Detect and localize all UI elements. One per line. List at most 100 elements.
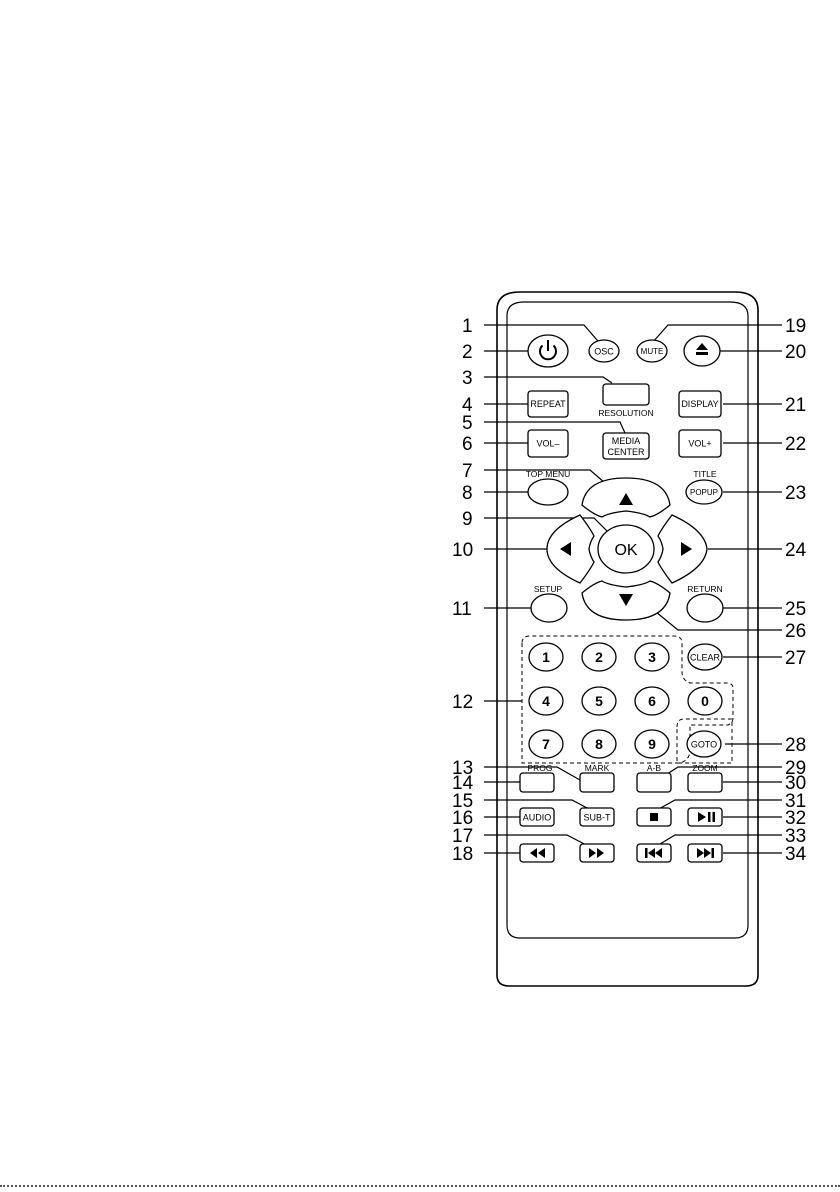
callout-25: 25 [785,599,806,620]
play-pause-button[interactable] [688,808,722,826]
mute-button[interactable]: MUTE [637,340,667,362]
volume-down-label: VOL– [536,439,559,449]
callout-28: 28 [785,735,806,756]
callout-20: 20 [785,342,806,363]
callout-23: 23 [785,483,806,504]
digit-3-label: 3 [648,649,656,665]
repeat-button[interactable]: REPEAT [528,391,568,417]
ab-caption: A-B [647,763,662,773]
digit-4-label: 4 [542,693,550,709]
callout-10: 10 [452,540,473,561]
callout-22: 22 [785,434,806,455]
zoom-button[interactable] [688,773,722,792]
callout-3: 3 [462,368,473,389]
digit-9-label: 9 [648,736,656,752]
page-bottom-edge [0,1185,840,1187]
center-label: CENTER [607,447,645,457]
rewind-button[interactable] [520,844,554,862]
callout-6: 6 [462,434,473,455]
ab-button[interactable] [637,773,671,792]
digit-button-1[interactable]: 1 [529,643,563,671]
digit-1-label: 1 [542,649,550,665]
digit-button-6[interactable]: 6 [635,687,669,715]
goto-label: GOTO [691,740,717,750]
volume-down-button[interactable]: VOL– [528,430,568,457]
digit-2-label: 2 [595,649,603,665]
callout-2: 2 [462,342,473,363]
mark-button[interactable] [580,773,614,792]
repeat-label: REPEAT [530,399,566,409]
stop-button[interactable] [637,808,671,826]
callout-1: 1 [462,316,473,337]
subtitle-button[interactable]: SUB-T [580,808,614,826]
digit-button-3[interactable]: 3 [635,643,669,671]
callout-labels-right: 19 20 21 22 23 24 25 26 27 28 29 30 31 3… [785,316,807,865]
media-center-button[interactable]: MEDIA CENTER [603,433,649,459]
clear-label: CLEAR [690,653,721,663]
osc-button[interactable]: OSC [589,340,619,362]
digit-button-7[interactable]: 7 [529,730,563,758]
power-button[interactable] [528,335,568,367]
volume-up-button[interactable]: VOL+ [679,430,721,457]
ok-button[interactable]: OK [598,525,654,573]
subtitle-label: SUB-T [584,813,612,823]
display-button[interactable]: DISPLAY [679,391,721,417]
digit-button-9[interactable]: 9 [635,730,669,758]
callout-27: 27 [785,648,806,669]
callout-labels-left: 1 2 3 4 5 6 7 8 9 10 11 12 13 14 15 16 1… [452,316,474,865]
osc-label: OSC [594,347,614,357]
callout-24: 24 [785,540,807,561]
return-caption: RETURN [687,584,722,594]
digit-7-label: 7 [542,736,550,752]
setup-caption: SETUP [534,584,563,594]
digit-button-0[interactable]: 0 [688,687,722,715]
callout-8: 8 [462,483,473,504]
digit-button-2[interactable]: 2 [582,643,616,671]
top-menu-button[interactable] [528,479,568,505]
zoom-caption: ZOOM [692,763,718,773]
callout-19: 19 [785,316,806,337]
digit-5-label: 5 [595,693,603,709]
audio-label: AUDIO [523,813,552,823]
prog-button[interactable] [520,773,554,792]
display-label: DISPLAY [681,399,718,409]
digit-button-5[interactable]: 5 [582,687,616,715]
top-menu-caption: TOP MENU [526,469,571,479]
digit-0-label: 0 [701,693,709,709]
mute-label: MUTE [641,347,664,356]
resolution-label: RESOLUTION [598,408,653,418]
setup-button[interactable] [531,594,567,622]
media-label: MEDIA [612,436,641,446]
digit-button-4[interactable]: 4 [529,687,563,715]
digit-8-label: 8 [595,736,603,752]
callout-21: 21 [785,395,806,416]
callout-5: 5 [462,413,473,434]
callout-9: 9 [462,509,473,530]
ok-label: OK [614,542,637,559]
return-button[interactable] [687,594,723,622]
digit-6-label: 6 [648,693,656,709]
audio-button[interactable]: AUDIO [520,808,554,826]
mark-caption: MARK [585,763,610,773]
callout-7: 7 [462,461,473,482]
next-button[interactable] [688,844,722,862]
resolution-button[interactable]: RESOLUTION [598,384,653,418]
eject-button[interactable] [684,336,720,366]
callout-12: 12 [452,692,473,713]
previous-button[interactable] [637,844,671,862]
callout-34: 34 [785,844,807,865]
fast-forward-button[interactable] [580,844,614,862]
volume-up-label: VOL+ [688,439,711,449]
popup-label: POPUP [690,488,718,497]
callout-11: 11 [452,599,472,620]
popup-button[interactable]: POPUP [686,480,722,504]
clear-button[interactable]: CLEAR [688,644,722,670]
digit-button-8[interactable]: 8 [582,730,616,758]
callout-26: 26 [785,621,806,642]
prog-caption: PROG [527,763,552,773]
stop-icon [650,813,658,821]
title-caption: TITLE [693,469,716,479]
callout-18: 18 [452,844,473,865]
goto-button[interactable]: GOTO [687,731,721,757]
